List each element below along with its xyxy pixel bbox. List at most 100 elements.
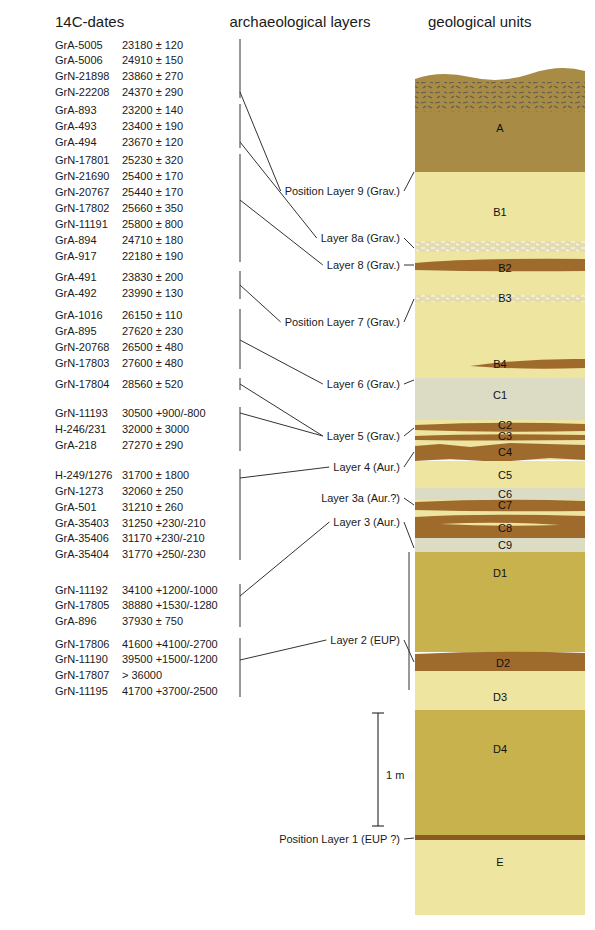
leader-line [240, 584, 241, 627]
date-value: 27620 ± 230 [122, 325, 183, 338]
date-value: 39500 +1500/-1200 [122, 653, 218, 666]
date-value: 22180 ± 190 [122, 250, 183, 263]
sample-code: GrN-11195 [55, 685, 108, 698]
leader-line [240, 154, 241, 262]
leader-line [404, 299, 414, 322]
leader-line [240, 340, 323, 384]
unit-label: C6 [498, 489, 512, 500]
date-value: 31210 ± 260 [122, 501, 183, 514]
date-value: 34100 +1200/-1000 [122, 584, 218, 597]
unit-label: D2 [496, 658, 510, 669]
date-value: 25230 ± 320 [122, 154, 183, 167]
leader-line [240, 285, 281, 322]
date-value: 23830 ± 200 [122, 271, 183, 284]
geological-unit: C2 [497, 420, 513, 431]
geological-unit: D3 [492, 692, 508, 703]
sample-code: GrA-35403 [55, 517, 109, 530]
leader-line [240, 467, 329, 478]
leader-line [404, 498, 414, 505]
leader-line [240, 413, 323, 436]
column-heading: geological units [428, 13, 531, 30]
geological-unit: B1 [492, 207, 507, 218]
leader-line [404, 265, 414, 266]
sample-code: GrA-1016 [55, 309, 103, 322]
unit-label: D4 [493, 744, 507, 755]
sample-code: GrA-5005 [55, 39, 103, 52]
leader-line [240, 104, 241, 148]
date-value: 25440 ± 170 [122, 186, 183, 199]
sample-code: GrN-17806 [55, 638, 109, 651]
date-value: 23990 ± 130 [122, 287, 183, 300]
unit-label: C4 [498, 447, 512, 458]
layer-label: Layer 2 (EUP) [330, 634, 400, 647]
layer-label: Layer 8a (Grav.) [321, 232, 400, 245]
date-value: 41600 +4100/-2700 [122, 638, 218, 651]
layer-label: Layer 8 (Grav.) [327, 259, 400, 272]
sample-code: GrN-20767 [55, 186, 109, 199]
layer-label: Position Layer 7 (Grav.) [285, 316, 400, 329]
unit-label: D1 [493, 568, 507, 579]
unit-label: C7 [498, 500, 512, 511]
layer-label: Layer 3 (Aur.) [333, 516, 400, 529]
sample-code: GrA-492 [55, 287, 97, 300]
geological-unit: A [495, 123, 504, 134]
unit-label: B2 [498, 263, 511, 274]
column-heading: archaeological layers [230, 13, 371, 30]
unit-label: C3 [498, 431, 512, 442]
unit-label: C2 [498, 420, 512, 431]
date-value: 41700 +3700/-2500 [122, 685, 218, 698]
date-value: 24910 ± 150 [122, 54, 183, 67]
leader-line [404, 380, 414, 384]
layer-label: Layer 3a (Aur.?) [321, 492, 400, 505]
geological-unit: D2 [495, 658, 511, 669]
column-heading: 14C-dates [55, 13, 124, 30]
geological-unit: E [495, 857, 504, 868]
sample-code: GrN-11191 [55, 218, 108, 231]
leader-line [404, 452, 414, 467]
sample-code: GrN-17807 [55, 669, 109, 682]
date-value: 23180 ± 120 [122, 39, 183, 52]
sample-code: GrN-17803 [55, 357, 109, 370]
sample-code: GrN-11192 [55, 584, 108, 597]
leader-line [404, 238, 414, 248]
date-value: 25400 ± 170 [122, 170, 183, 183]
sample-code: GrA-493 [55, 120, 97, 133]
scale-label: 1 m [386, 769, 404, 782]
date-value: 31250 +230/-210 [122, 517, 206, 530]
sample-code: GrA-494 [55, 136, 97, 149]
geological-unit: C5 [497, 470, 513, 481]
unit-label: B4 [493, 359, 506, 370]
leader-line [240, 200, 323, 265]
leader-line [240, 469, 241, 560]
sample-code: GrA-896 [55, 615, 97, 628]
sample-code: GrA-501 [55, 501, 97, 514]
sample-code: H-249/1276 [55, 469, 113, 482]
layer-label: Layer 6 (Grav.) [327, 378, 400, 391]
date-value: 23200 ± 140 [122, 104, 183, 117]
sample-code: GrN-21898 [55, 70, 109, 83]
sample-code: GrN-21690 [55, 170, 109, 183]
geological-unit: C7 [497, 500, 513, 511]
geological-unit: C9 [497, 540, 513, 551]
date-value: 31700 ± 1800 [122, 469, 189, 482]
sample-code: H-246/231 [55, 423, 106, 436]
date-value: 26150 ± 110 [122, 309, 182, 322]
sample-code: GrA-218 [55, 439, 97, 452]
unit-label: B3 [498, 293, 511, 304]
date-value: 23860 ± 270 [122, 70, 183, 83]
leader-line [240, 638, 241, 697]
unit-label: B1 [493, 207, 506, 218]
unit-label: C1 [493, 390, 507, 401]
sample-code: GrA-5006 [55, 54, 103, 67]
date-value: 26500 ± 480 [122, 341, 183, 354]
leader-line [240, 92, 281, 191]
unit-label: C9 [498, 540, 512, 551]
geological-unit: C8 [497, 523, 513, 534]
date-value: 24710 ± 180 [122, 234, 183, 247]
date-value: 25800 ± 800 [122, 218, 183, 231]
sample-code: GrN-17801 [55, 154, 109, 167]
geological-unit: C1 [492, 390, 508, 401]
date-value: 25660 ± 350 [122, 202, 183, 215]
date-value: 23400 ± 190 [122, 120, 183, 133]
sample-code: GrA-893 [55, 104, 97, 117]
